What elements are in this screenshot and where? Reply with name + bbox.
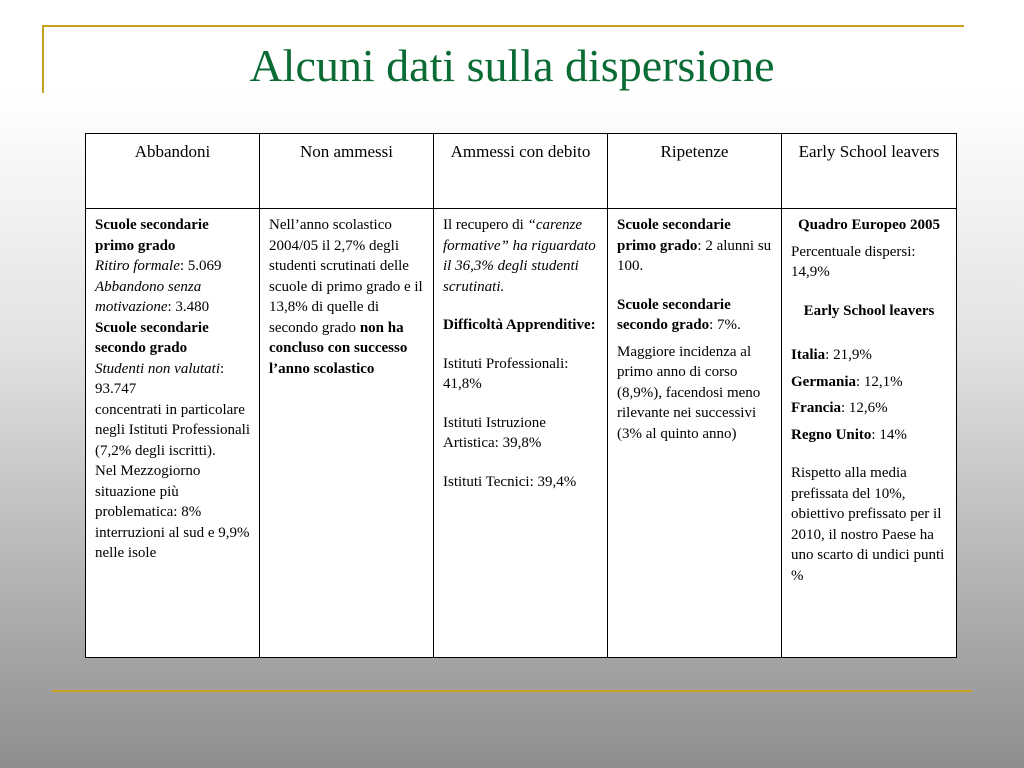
header-early-school-leavers: Early School leavers (781, 133, 957, 209)
abbandoni-heading-primo: Scuole secondarie primo grado (95, 217, 209, 254)
debito-item-professionali: Istituti Professionali: 41,8% (443, 355, 569, 393)
esl-percentuale: Percentuale dispersi: 14,9% (791, 243, 916, 281)
esl-heading-quadro: Quadro Europeo 2005 (798, 217, 940, 233)
dispersion-table: Abbandoni Non ammessi Ammessi con debito… (85, 133, 957, 658)
non-ammessi-text: Nell’anno scolastico 2004/05 il 2,7% deg… (269, 217, 423, 377)
header-non-ammessi: Non ammessi (259, 133, 434, 209)
abbandoni-line-ritiro: Ritiro formale: 5.069 (95, 258, 222, 274)
abbandoni-line-non-valutati: Studenti non valutati: 93.747 (95, 360, 225, 398)
abbandoni-text-mezzogiorno: Nel Mezzogiorno situazione più problemat… (95, 463, 250, 561)
esl-country-francia: Francia: 12,6% (791, 400, 888, 416)
cell-non-ammessi: Nell’anno scolastico 2004/05 il 2,7% deg… (259, 208, 434, 658)
frame-top-line (42, 25, 964, 27)
debito-heading-difficolta: Difficoltà Apprenditive: (443, 317, 596, 333)
debito-recupero-text: Il recupero di “carenze formative” ha ri… (443, 217, 596, 295)
slide-title: Alcuni dati sulla dispersione (249, 40, 775, 91)
esl-heading-leavers: Early School leavers (803, 302, 935, 319)
header-ammessi-con-debito: Ammessi con debito (433, 133, 608, 209)
ripetenze-primo: Scuole secondarie primo grado: 2 alunni … (617, 217, 772, 274)
cell-ripetenze: Scuole secondarie primo grado: 2 alunni … (607, 208, 782, 658)
ripetenze-incidenza: Maggiore incidenza al primo anno di cors… (617, 343, 761, 442)
cell-early-school-leavers: Quadro Europeo 2005 Percentuale dispersi… (781, 208, 957, 658)
abbandoni-heading-secondo: Scuole secondarie secondo grado (95, 319, 209, 357)
debito-item-tecnici: Istituti Tecnici: 39,4% (443, 473, 577, 490)
esl-country-germania: Germania: 12,1% (791, 373, 903, 390)
esl-rispetto-media: Rispetto alla media prefissata del 10%, … (791, 465, 945, 584)
frame-bottom-line (52, 690, 972, 692)
cell-abbandoni: Scuole secondarie primo grado Ritiro for… (85, 208, 260, 658)
header-ripetenze: Ripetenze (607, 133, 782, 209)
ripetenze-secondo: Scuole secondarie secondo grado: 7%. (617, 296, 741, 334)
esl-country-italia: Italia: 21,9% (791, 347, 872, 363)
header-abbandoni: Abbandoni (85, 133, 260, 209)
esl-country-regno-unito: Regno Unito: 14% (791, 426, 907, 443)
cell-ammessi-con-debito: Il recupero di “carenze formative” ha ri… (433, 208, 608, 658)
abbandoni-text-istituti: concentrati in particolare negli Istitut… (95, 401, 250, 459)
frame-vertical-line (42, 25, 44, 93)
table-header-row: Abbandoni Non ammessi Ammessi con debito… (85, 133, 957, 209)
abbandoni-line-senza-motivazione: Abbandono senza motivazione: 3.480 (95, 278, 210, 316)
debito-item-artistica: Istituti Istruzione Artistica: 39,8% (443, 414, 546, 452)
table-row: Scuole secondarie primo grado Ritiro for… (85, 208, 957, 658)
